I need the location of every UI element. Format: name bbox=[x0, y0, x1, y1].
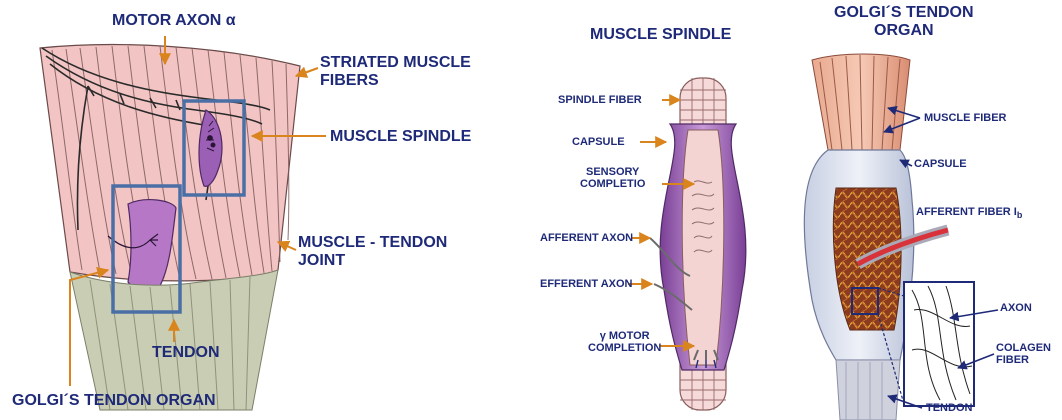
title-golgi-tendon-organ: GOLGI´S TENDON ORGAN bbox=[834, 4, 974, 40]
label-afferent-fiber-sub: b bbox=[1017, 210, 1023, 220]
title-muscle-spindle: MUSCLE SPINDLE bbox=[590, 26, 731, 44]
label-capsule-right: CAPSULE bbox=[914, 158, 967, 170]
label-axon: AXON bbox=[1000, 302, 1032, 314]
label-tendon-left: TENDON bbox=[152, 344, 220, 362]
title-golgi-line2: ORGAN bbox=[834, 22, 974, 40]
label-gamma-motor-completion: γ MOTOR COMPLETION bbox=[588, 330, 661, 355]
label-striated-muscle-fibers: STRIATED MUSCLE FIBERS bbox=[320, 54, 471, 90]
label-motor-axon: MOTOR AXON α bbox=[112, 12, 236, 30]
label-striated-line1: STRIATED MUSCLE bbox=[320, 54, 471, 72]
title-golgi-line1: GOLGI´S TENDON bbox=[834, 4, 974, 22]
label-afferent-fiber-ib: AFFERENT FIBER Ib bbox=[916, 206, 1022, 220]
label-spindle-fiber: SPINDLE FIBER bbox=[558, 94, 642, 106]
label-gamma-line1: γ MOTOR bbox=[588, 330, 661, 342]
gto-inset-box bbox=[904, 282, 974, 406]
label-efferent-axon: EFFERENT AXON bbox=[540, 278, 633, 290]
label-colagen-line2: FIBER bbox=[996, 354, 1051, 366]
label-junction-line2: JOINT bbox=[298, 252, 447, 270]
label-golgi-tendon-organ-left: GOLGI´S TENDON ORGAN bbox=[12, 392, 216, 410]
label-muscle-fiber-right: MUSCLE FIBER bbox=[924, 112, 1007, 124]
label-afferent-axon: AFFERENT AXON bbox=[540, 232, 633, 244]
label-sensory-completio: SENSORY COMPLETIO bbox=[580, 166, 645, 191]
label-junction-line1: MUSCLE - TENDON bbox=[298, 234, 447, 252]
spindle-illustration bbox=[650, 78, 746, 410]
label-afferent-fiber-main: AFFERENT FIBER I bbox=[916, 206, 1017, 218]
label-muscle-spindle-left: MUSCLE SPINDLE bbox=[330, 128, 471, 146]
label-capsule-middle: CAPSULE bbox=[572, 136, 625, 148]
label-gamma-line2: COMPLETION bbox=[588, 342, 661, 354]
label-tendon-right: TENDON bbox=[926, 402, 972, 414]
label-sensory-line2: COMPLETIO bbox=[580, 178, 645, 190]
label-muscle-tendon-joint: MUSCLE - TENDON JOINT bbox=[298, 234, 447, 270]
label-colagen-fiber: COLAGEN FIBER bbox=[996, 342, 1051, 367]
label-colagen-line1: COLAGEN bbox=[996, 342, 1051, 354]
label-sensory-line1: SENSORY bbox=[580, 166, 645, 178]
label-striated-line2: FIBERS bbox=[320, 72, 471, 90]
